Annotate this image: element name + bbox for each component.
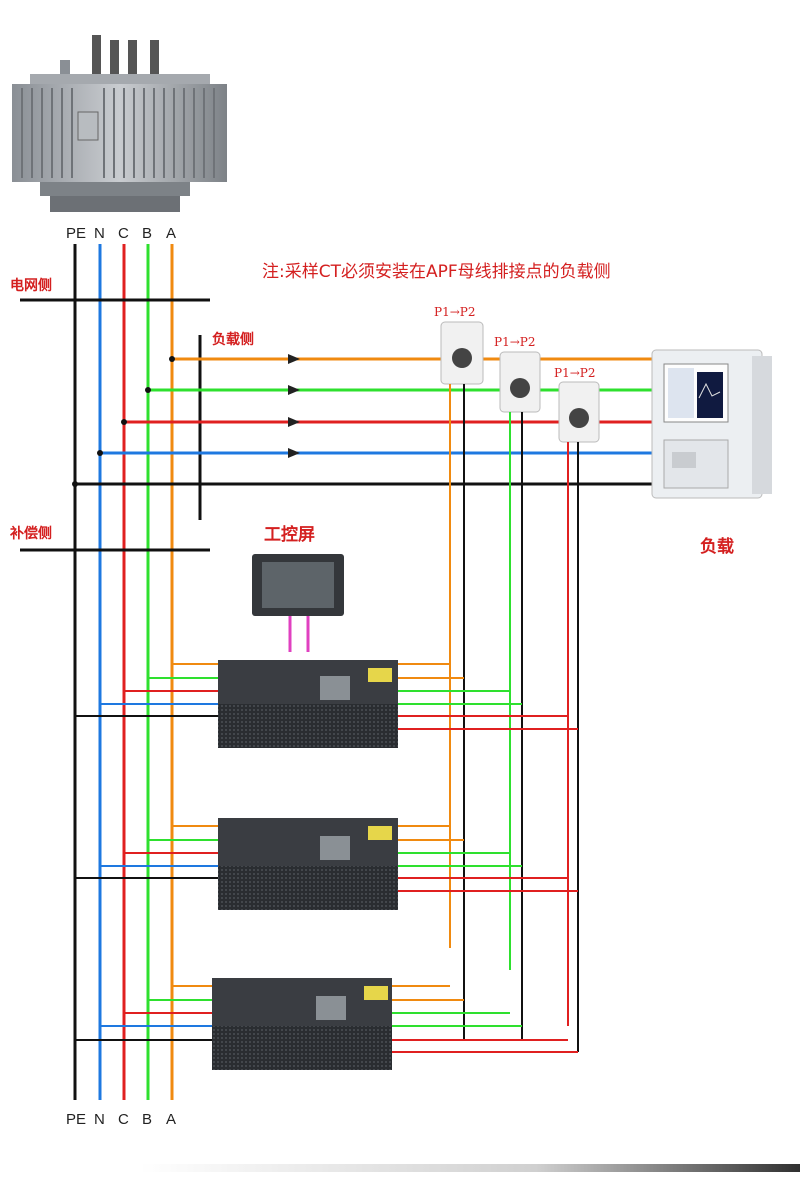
main-bus-lines: [73, 244, 174, 1100]
bus-labels-bottom: PE N C B A: [66, 1111, 176, 1128]
arrow-icon: [288, 354, 300, 458]
hmi-panel-icon: [252, 554, 344, 652]
apf-bus-feeders: [75, 663, 218, 1041]
junction-dots: [72, 356, 175, 487]
bus-label-pe-bottom: PE: [66, 1111, 86, 1128]
load-side-label: 负载侧: [212, 331, 254, 348]
bus-label-a-bottom: A: [166, 1111, 176, 1128]
ct-note: 注:采样CT必须安装在APF母线排接点的负载侧: [262, 262, 611, 282]
bus-label-c-bottom: C: [118, 1111, 129, 1128]
bus-labels-top: PE N C B A: [66, 225, 176, 242]
ct-label-b: P1→P2: [494, 335, 535, 349]
grid-side-label: 电网侧: [10, 277, 52, 294]
current-transformer-icon: [440, 321, 600, 443]
bus-label-pe: PE: [66, 225, 86, 242]
transformer-icon: [12, 35, 227, 212]
bus-label-n: N: [94, 225, 105, 242]
apf-module-icon: [212, 660, 398, 1070]
decorative-shadow-bar: [140, 1164, 800, 1172]
compensation-side-label: 补偿侧: [9, 525, 52, 542]
load-analyzer-icon: [651, 349, 772, 499]
bus-label-b-bottom: B: [142, 1111, 152, 1128]
bus-label-b: B: [142, 225, 152, 242]
ct-label-c: P1→P2: [554, 366, 595, 380]
ct-signal-wiring: [392, 384, 579, 1053]
bus-label-n-bottom: N: [94, 1111, 105, 1128]
ct-label-a: P1→P2: [434, 305, 475, 319]
bus-label-a: A: [166, 225, 176, 242]
hmi-label: 工控屏: [264, 524, 315, 545]
bus-label-c: C: [118, 225, 129, 242]
load-label: 负载: [700, 536, 734, 557]
